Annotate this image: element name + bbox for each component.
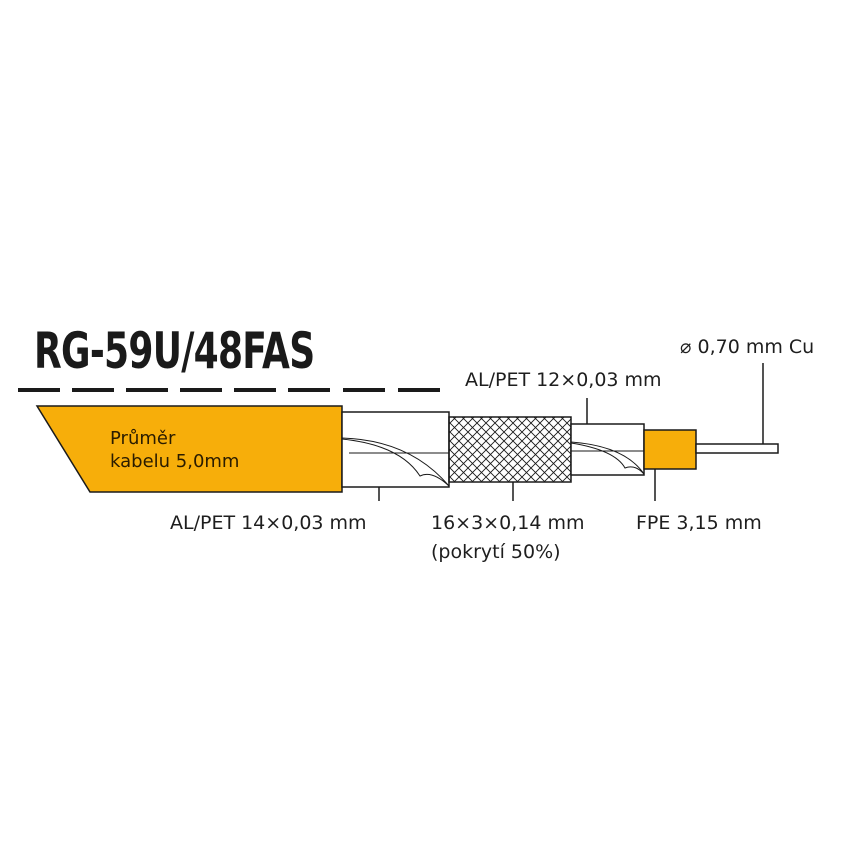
cable-title: RG-59U/48FAS [34, 322, 315, 380]
braid [448, 416, 572, 483]
braid-coverage-label: (pokrytí 50%) [431, 541, 561, 563]
dielectric [643, 429, 697, 470]
conductor-label: ⌀ 0,70 mm Cu [680, 336, 815, 358]
conductor [695, 443, 779, 454]
inner-foil-label: AL/PET 12×0,03 mm [465, 369, 662, 391]
jacket [35, 405, 343, 493]
outer-foil-label: AL/PET 14×0,03 mm [170, 512, 367, 534]
jacket-label: Průměr kabelu 5,0mm [110, 428, 240, 472]
dielectric-label: FPE 3,15 mm [636, 512, 762, 534]
braid-label: 16×3×0,14 mm [431, 512, 585, 534]
